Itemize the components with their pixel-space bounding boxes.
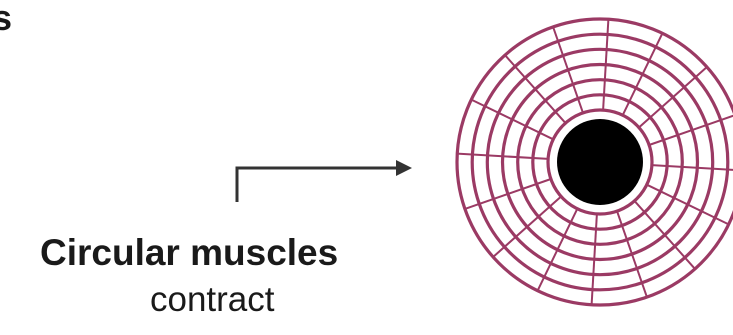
arrow-head	[396, 160, 412, 176]
arrow-line	[237, 168, 398, 202]
circular-muscles-label: Circular muscles	[40, 232, 338, 274]
muscle-spoke	[649, 115, 733, 145]
pupil	[557, 119, 643, 205]
muscle-spoke	[652, 165, 733, 170]
arrow	[237, 160, 412, 202]
contract-label: contract	[150, 280, 275, 320]
